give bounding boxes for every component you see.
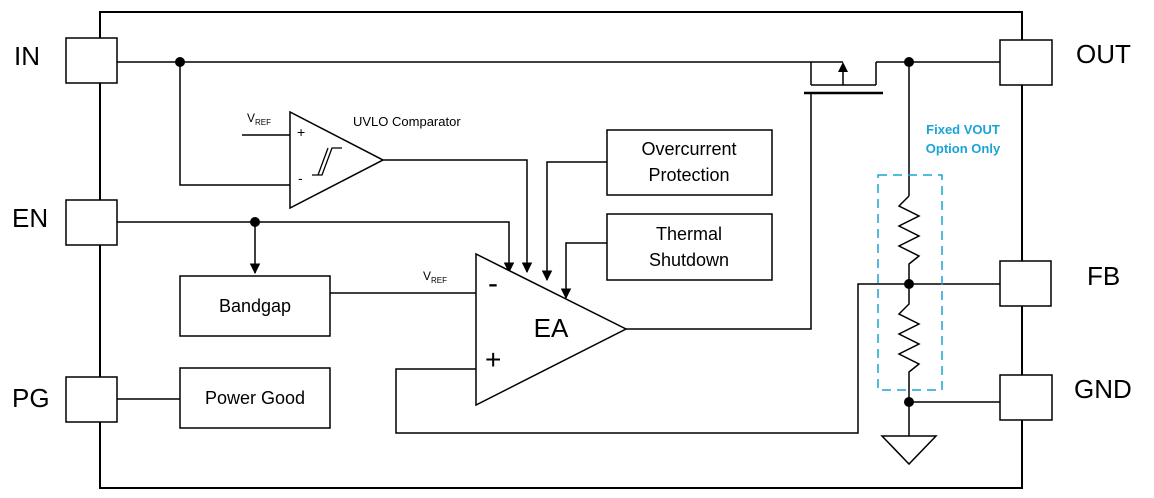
pin-fb-box <box>999 260 1052 307</box>
thermal-label-line1: Thermal <box>656 224 722 244</box>
mosfet-arrow-icon <box>838 62 848 72</box>
pin-out-label: OUT <box>1076 39 1131 69</box>
ea-to-gate-wire <box>626 93 812 330</box>
overcurrent-label-line1: Overcurrent <box>641 139 736 159</box>
ea-plus-sign: + <box>485 344 501 375</box>
pin-gnd-label: GND <box>1074 374 1132 404</box>
pin-pg-box <box>65 376 118 423</box>
uvlo-comparator-label: UVLO Comparator <box>353 114 461 129</box>
uvlo-minus-sign: - <box>298 170 303 186</box>
pin-pg-label: PG <box>12 383 50 413</box>
power-good-label: Power Good <box>205 388 305 408</box>
fixed-vout-region <box>877 174 943 391</box>
overcurrent-label-line2: Protection <box>648 165 729 185</box>
fixed-vout-note-line1: Fixed VOUT <box>926 122 1000 137</box>
pin-fb-label: FB <box>1087 261 1120 291</box>
pin-in-label: IN <box>14 41 40 71</box>
bandgap-block <box>179 275 331 337</box>
pin-en-label: EN <box>12 203 48 233</box>
overcurrent-block <box>606 129 773 196</box>
overcurrent-to-ea-wire <box>541 161 607 282</box>
resistor-bottom-icon <box>897 284 921 402</box>
pin-in-box <box>65 37 118 84</box>
pin-out-box <box>999 39 1053 86</box>
ground-icon <box>880 435 938 466</box>
power-good-block <box>179 367 331 429</box>
en-wire <box>117 221 515 274</box>
ea-vref-label: VREF <box>423 269 447 285</box>
thermal-to-ea-wire <box>560 242 607 300</box>
in-to-uvlo-wire <box>179 62 290 186</box>
pin-gnd-box <box>999 374 1053 421</box>
resistor-top-icon <box>897 195 921 284</box>
bandgap-label: Bandgap <box>219 296 291 316</box>
uvlo-to-ea-wire <box>383 159 533 274</box>
ic-outline <box>99 11 1023 489</box>
ea-label: EA <box>534 313 569 343</box>
thermal-label-line2: Shutdown <box>649 250 729 270</box>
pin-en-box <box>65 199 118 246</box>
ea-minus-sign: - <box>488 267 498 300</box>
uvlo-vref-label: VREF <box>247 111 271 127</box>
uvlo-plus-sign: + <box>297 124 305 140</box>
feedback-wire <box>395 283 909 434</box>
fixed-vout-note-line2: Option Only <box>926 141 1001 156</box>
error-amplifier <box>475 252 628 407</box>
thermal-block <box>606 213 773 281</box>
hysteresis-icon <box>312 147 342 176</box>
uvlo-comparator <box>289 110 385 210</box>
